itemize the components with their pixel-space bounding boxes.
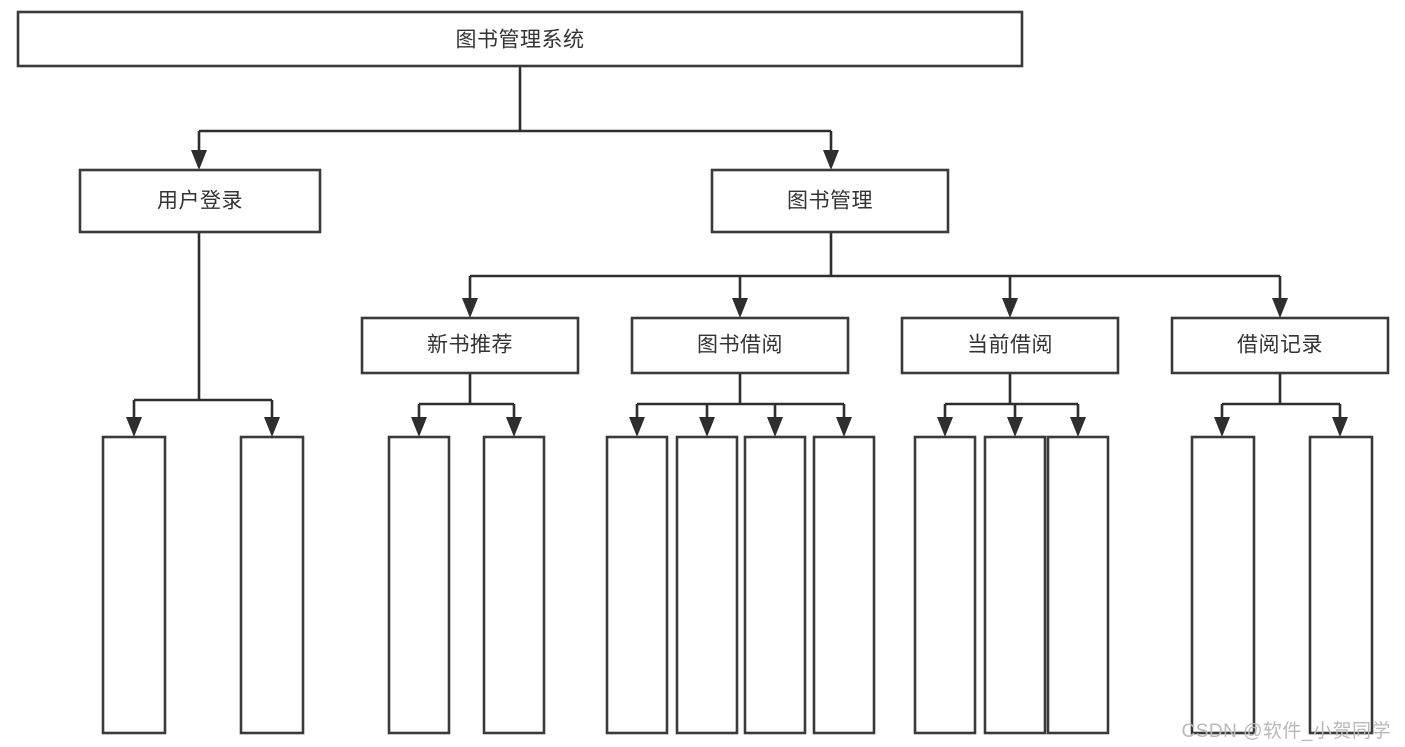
leaf-node-borrow-record-2-label: 查询借阅记录: [1312, 439, 1405, 747]
leaf-node-user-login-2-box: [239, 435, 305, 735]
node-current-borrow-label: 当前借阅: [967, 334, 1053, 357]
leaf-node-user-login-1[interactable]: 用户登录: [101, 435, 1405, 747]
leaf-node-current-borrow-1-box: [913, 435, 977, 735]
connector-group-user-login: [126, 232, 280, 437]
arrow-userlogin-leaf1-icon: [126, 417, 142, 437]
leaf-node-book-borrow-4[interactable]: 借阅图书: [812, 435, 1405, 747]
node-book-borrow[interactable]: 图书借阅: [630, 316, 850, 375]
node-book-management[interactable]: 图书管理: [710, 168, 950, 234]
leaf-node-user-login-2[interactable]: 注销登录: [239, 435, 1405, 747]
leaf-node-book-borrow-3[interactable]: 编辑图书（管理员）: [743, 435, 1405, 747]
connector-group-current-borrow: [937, 373, 1086, 437]
leaf-node-user-login-1-box: [101, 435, 167, 735]
arrow-current-leaf2-icon: [1007, 417, 1023, 437]
leaf-node-borrow-record-2-text-wrap: 查询借阅记录: [1312, 439, 1405, 747]
leaf-node-new-book-2[interactable]: 借阅图书: [482, 435, 1405, 747]
leaf-node-borrow-record-2-box: [1308, 435, 1374, 735]
connector-group-new-book: [411, 373, 522, 437]
node-root-system-label: 图书管理系统: [456, 29, 585, 52]
leaf-node-new-book-2-box: [482, 435, 546, 735]
arrow-record-leaf1-icon: [1214, 417, 1230, 437]
arrow-record-leaf2-icon: [1332, 417, 1348, 437]
arrow-current-leaf1-icon: [937, 417, 953, 437]
arrow-bookmgmt-to-newbook-icon: [462, 298, 478, 318]
arrow-root-to-user-login-icon: [191, 150, 207, 170]
arrow-bookmgmt-to-current-icon: [1002, 298, 1018, 318]
node-borrow-record-box: [1170, 316, 1390, 375]
leaf-node-current-borrow-1[interactable]: 查询图书: [913, 435, 1405, 747]
node-root-system[interactable]: 图书管理系统: [16, 10, 1024, 68]
arrow-root-to-book-mgmt-icon: [823, 150, 839, 170]
leaf-node-book-borrow-4-box: [812, 435, 876, 735]
node-new-book-recommend-box: [360, 316, 580, 375]
leaf-node-book-borrow-1-box: [605, 435, 669, 735]
csdn-watermark: CSDN @软件_小贺同学: [1181, 721, 1391, 742]
leaf-node-book-borrow-3-box: [743, 435, 807, 735]
node-root-system-box: [16, 10, 1024, 68]
arrow-newbook-leaf1-icon: [411, 417, 427, 437]
arrow-borrow-leaf3-icon: [767, 417, 783, 437]
node-borrow-record-label: 借阅记录: [1237, 334, 1323, 357]
connector-group-root: [191, 66, 839, 170]
leaf-node-book-borrow-2[interactable]: 新增图书（管理员）: [675, 435, 1405, 747]
node-current-borrow-box: [900, 316, 1120, 375]
arrow-newbook-leaf2-icon: [506, 417, 522, 437]
leaf-node-borrow-record-2[interactable]: 查询借阅记录: [1308, 435, 1405, 747]
connector-group-book-borrow: [629, 373, 852, 437]
node-user-login[interactable]: 用户登录: [78, 168, 322, 234]
arrow-borrow-leaf1-icon: [629, 417, 645, 437]
leaf-node-borrow-record-1[interactable]: 新增借阅记录: [1190, 435, 1405, 747]
node-borrow-record[interactable]: 借阅记录: [1170, 316, 1390, 375]
leaf-node-book-borrow-2-box: [675, 435, 739, 735]
arrow-bookmgmt-to-borrow-icon: [732, 298, 748, 318]
leaf-node-current-borrow-2-box: [983, 435, 1047, 735]
node-book-borrow-label: 图书借阅: [697, 334, 783, 357]
node-new-book-recommend-label: 新书推荐: [427, 334, 513, 357]
leaf-node-current-borrow-2[interactable]: 归还图书: [983, 435, 1405, 747]
node-new-book-recommend[interactable]: 新书推荐: [360, 316, 580, 375]
leaf-node-book-borrow-1[interactable]: 查询图书: [605, 435, 1405, 747]
arrow-borrow-leaf4-icon: [836, 417, 852, 437]
arrow-borrow-leaf2-icon: [699, 417, 715, 437]
node-book-management-label: 图书管理: [787, 190, 873, 213]
node-book-borrow-box: [630, 316, 850, 375]
node-user-login-label: 用户登录: [157, 190, 243, 213]
leaf-node-borrow-record-1-box: [1190, 435, 1256, 735]
arrow-bookmgmt-to-record-icon: [1272, 298, 1288, 318]
connector-group-book-management: [462, 232, 1288, 318]
arrow-userlogin-leaf2-icon: [264, 417, 280, 437]
leaf-node-current-borrow-3[interactable]: 确认归还（管理员）: [1046, 435, 1405, 747]
leaf-node-new-book-1[interactable]: 查询图书: [387, 435, 1405, 747]
leaf-node-current-borrow-3-box: [1046, 435, 1110, 735]
node-user-login-box: [78, 168, 322, 234]
leaf-node-new-book-1-box: [387, 435, 451, 735]
arrow-current-leaf3-icon: [1070, 417, 1086, 437]
node-book-management-box: [710, 168, 950, 234]
connector-group-borrow-record: [1214, 373, 1348, 437]
node-current-borrow[interactable]: 当前借阅: [900, 316, 1120, 375]
